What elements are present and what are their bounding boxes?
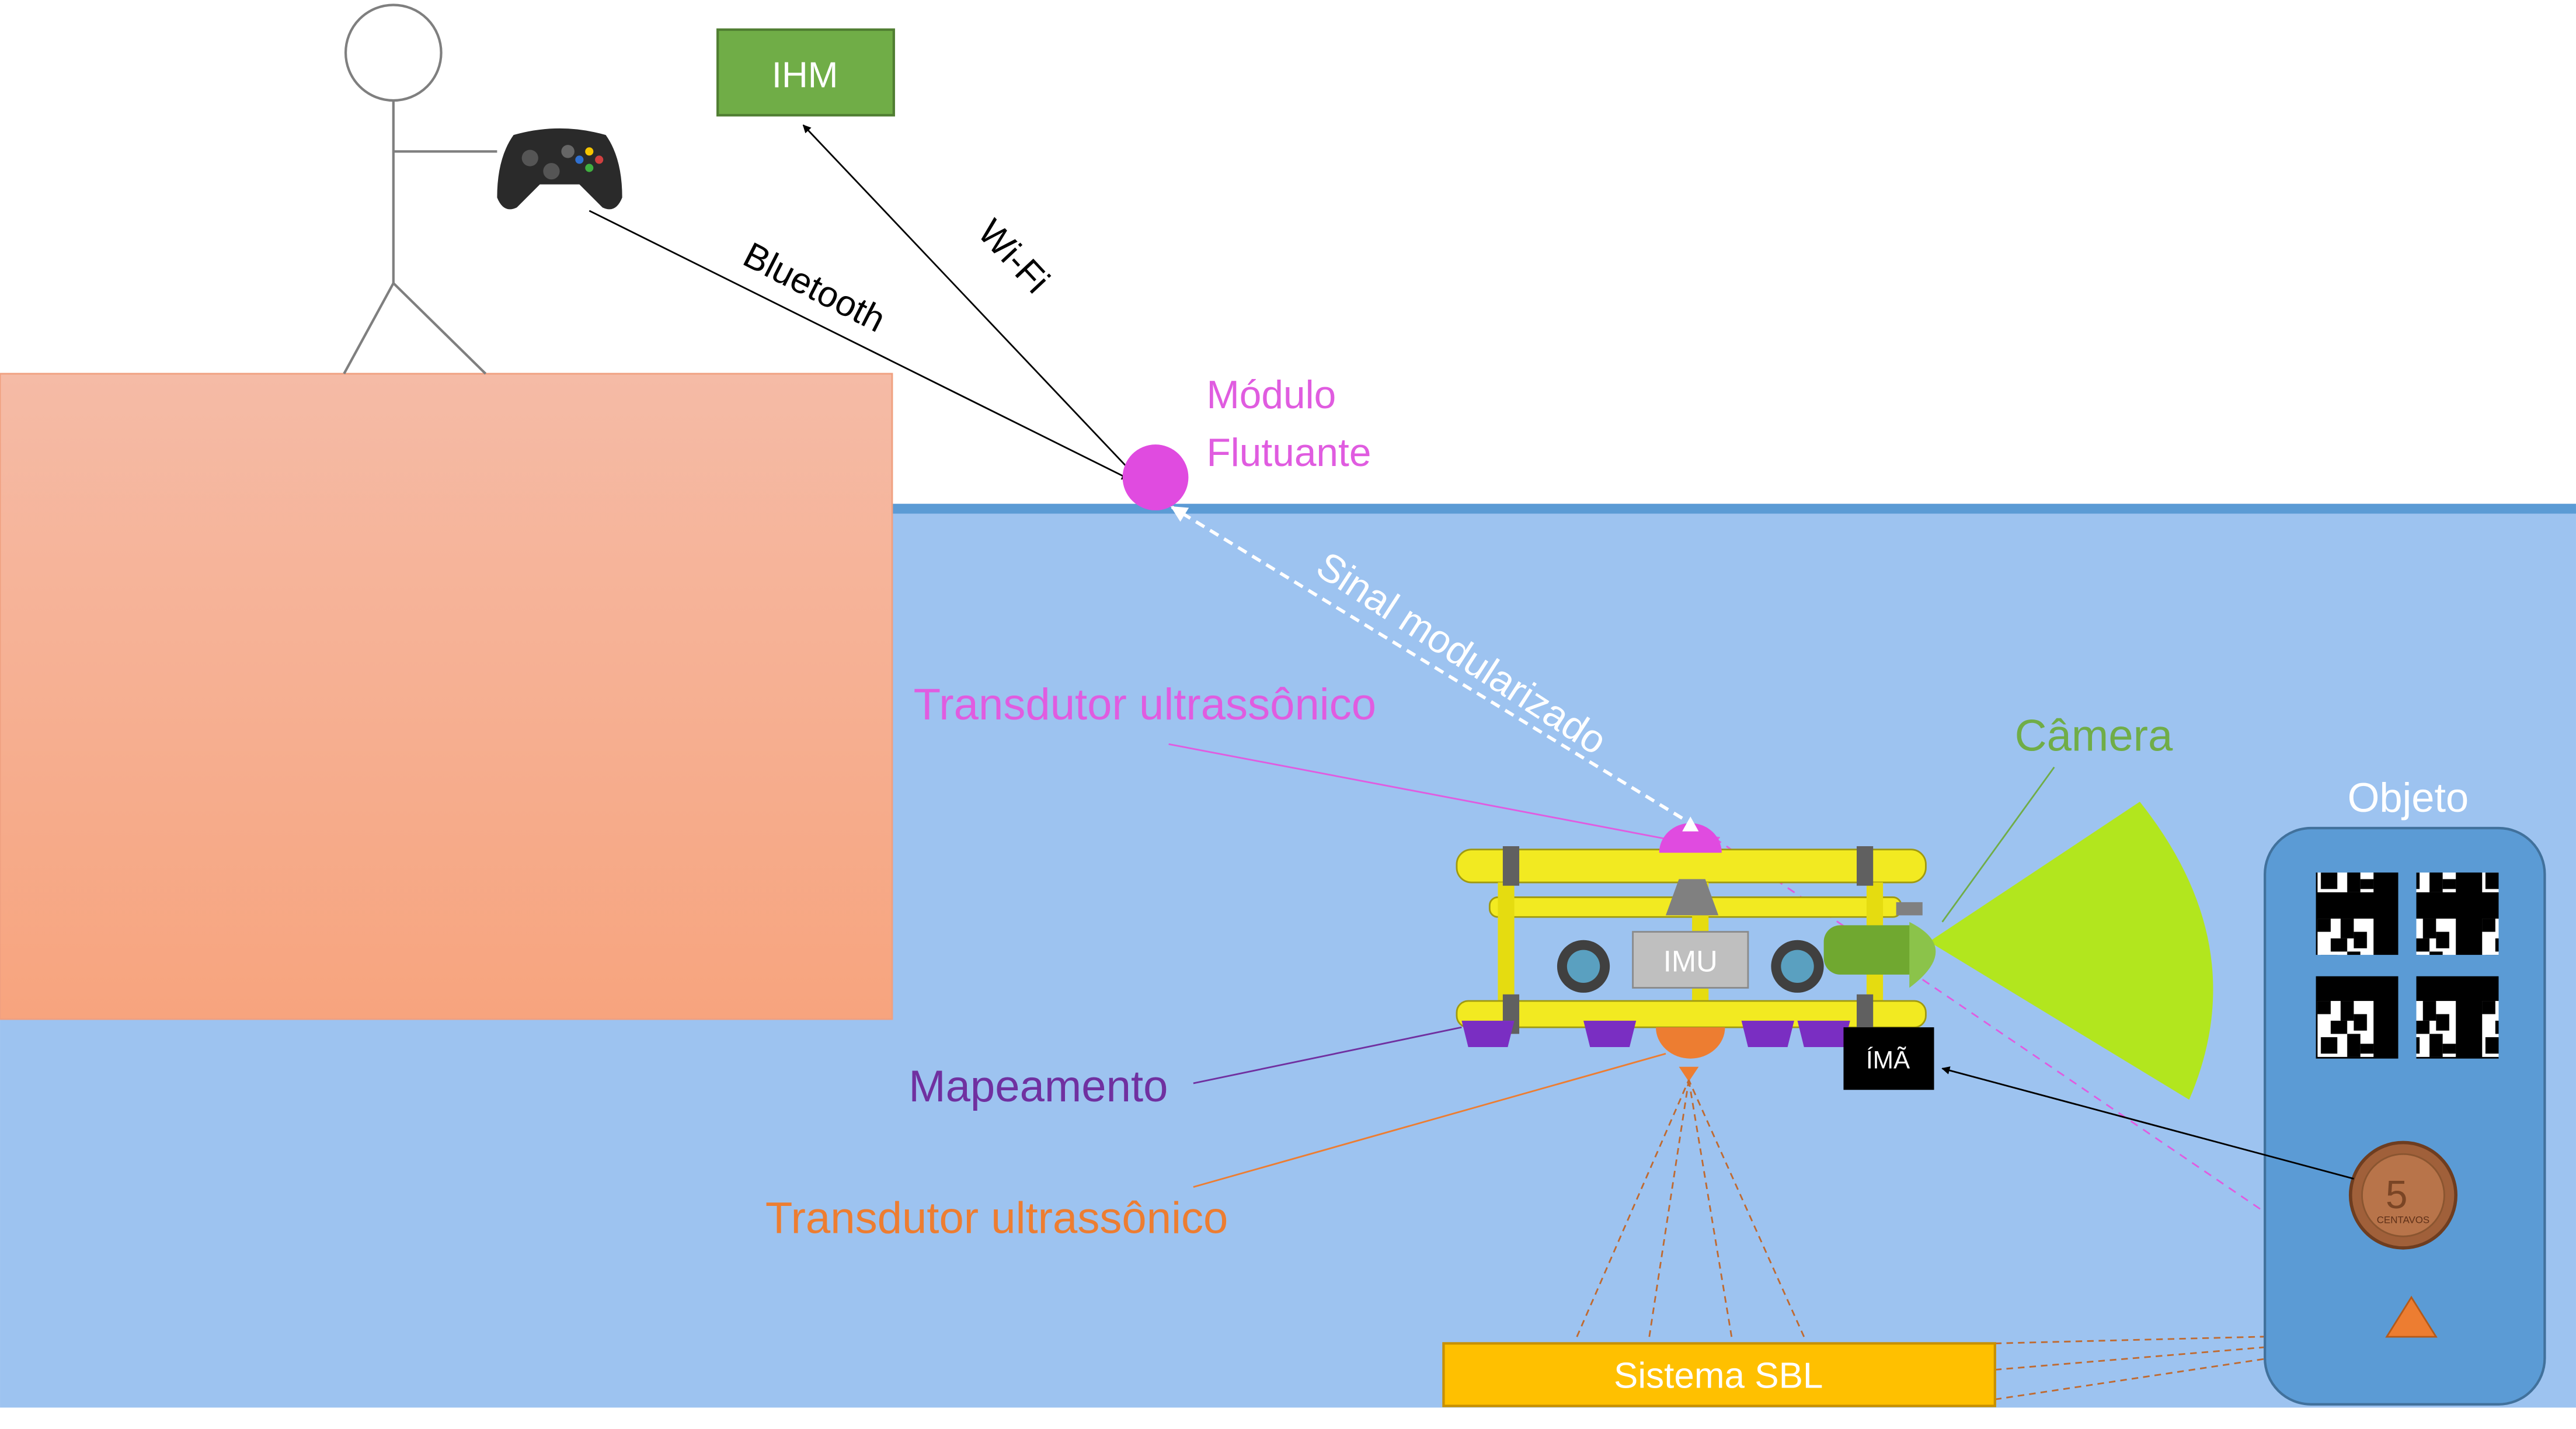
wifi-label: Wi-Fi <box>970 212 1057 301</box>
aruco-marker-icon <box>2316 872 2399 955</box>
ihm-box <box>716 28 895 117</box>
triangle-target-icon <box>2385 1295 2438 1338</box>
water-surface-line <box>892 503 2576 514</box>
gamepad-controller-icon <box>497 128 622 210</box>
stick-figure-person-icon <box>343 4 497 375</box>
magnet-box <box>1843 1027 1934 1090</box>
coin-value: 5 <box>2386 1173 2408 1217</box>
quay-wall <box>0 373 893 1020</box>
coin-text: CENTAVOS <box>2377 1215 2430 1226</box>
coin-icon: 5 CENTAVOS <box>2348 1141 2457 1250</box>
sbl-signal-lines <box>1576 1079 2390 1400</box>
magnet-attraction-arrow <box>1941 1066 2354 1180</box>
wifi-link-arrow <box>802 124 1127 467</box>
mapping-label: Mapeamento <box>908 1062 1168 1111</box>
object-label: Objeto <box>2348 774 2469 820</box>
transducer-top-label: Transdutor ultrassônico <box>914 680 1376 729</box>
imu-box <box>1632 931 1749 989</box>
camera-label: Câmera <box>2015 711 2173 761</box>
ihm-label: IHM <box>772 55 838 95</box>
modulated-signal-arrow <box>1170 505 1683 820</box>
floating-module-label-line1: Módulo <box>1206 373 1336 417</box>
camera-field-of-view <box>1929 801 2213 1100</box>
transducer-top-pointer <box>1168 743 1687 844</box>
magnet-label: ÍMÃ <box>1866 1046 1910 1074</box>
aruco-marker-icon <box>2416 976 2499 1059</box>
imu-label: IMU <box>1663 944 1718 978</box>
object-panel <box>2264 826 2546 1406</box>
aruco-marker-icon <box>2316 976 2399 1059</box>
sbl-system-label: Sistema SBL <box>1614 1356 1823 1396</box>
transducer-bottom-pointer <box>1193 1052 1666 1188</box>
bluetooth-link-arrow <box>589 210 1130 480</box>
floating-module <box>1122 444 1189 510</box>
rov-vehicle-icon <box>1456 816 1936 1082</box>
floating-module-label-line2: Flutuante <box>1206 431 1371 475</box>
bluetooth-label: Bluetooth <box>737 235 892 340</box>
transducer-bottom-label: Transdutor ultrassônico <box>765 1194 1228 1243</box>
aruco-marker-icon <box>2416 872 2499 955</box>
mapping-pointer <box>1193 1026 1462 1084</box>
camera-pointer <box>1941 766 2055 923</box>
sbl-system-box <box>1442 1342 1996 1407</box>
